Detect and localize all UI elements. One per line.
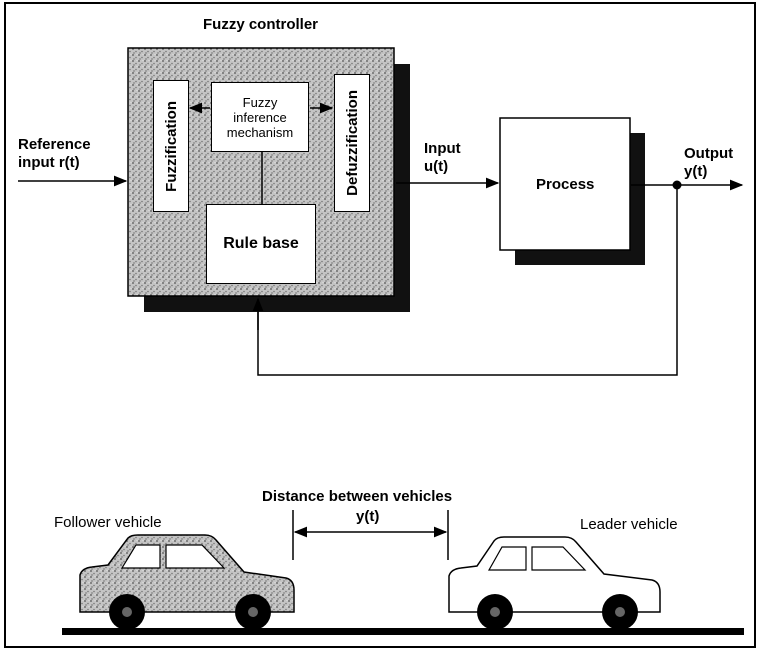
defuzzification-box: Defuzzification: [334, 74, 370, 212]
process-label: Process: [536, 176, 594, 194]
fuzzification-box: Fuzzification: [153, 80, 189, 212]
road: [62, 628, 744, 635]
fuzzification-label: Fuzzification: [163, 101, 180, 192]
inference-label-3: mechanism: [227, 125, 293, 140]
rule-base-label: Rule base: [223, 235, 299, 253]
rule-base-box: Rule base: [206, 204, 316, 284]
follower-vehicle-label: Follower vehicle: [54, 514, 162, 532]
follower-vehicle: [80, 535, 294, 630]
inference-label-2: inference: [233, 110, 286, 125]
inference-label-1: Fuzzy: [243, 95, 278, 110]
distance-label-2: y(t): [356, 508, 379, 526]
inference-box: Fuzzy inference mechanism: [211, 82, 309, 152]
reference-input-label-1: Reference: [18, 136, 91, 154]
distance-label-1: Distance between vehicles: [262, 488, 452, 506]
leader-vehicle: [449, 537, 660, 630]
output-label-1: Output: [684, 145, 733, 163]
control-input-label-1: Input: [424, 140, 461, 158]
output-label-2: y(t): [684, 163, 707, 181]
defuzzification-label: Defuzzification: [344, 90, 361, 196]
leader-vehicle-label: Leader vehicle: [580, 516, 678, 534]
reference-input-label-2: input r(t): [18, 154, 80, 172]
control-input-label-2: u(t): [424, 158, 448, 176]
controller-title: Fuzzy controller: [203, 16, 318, 34]
